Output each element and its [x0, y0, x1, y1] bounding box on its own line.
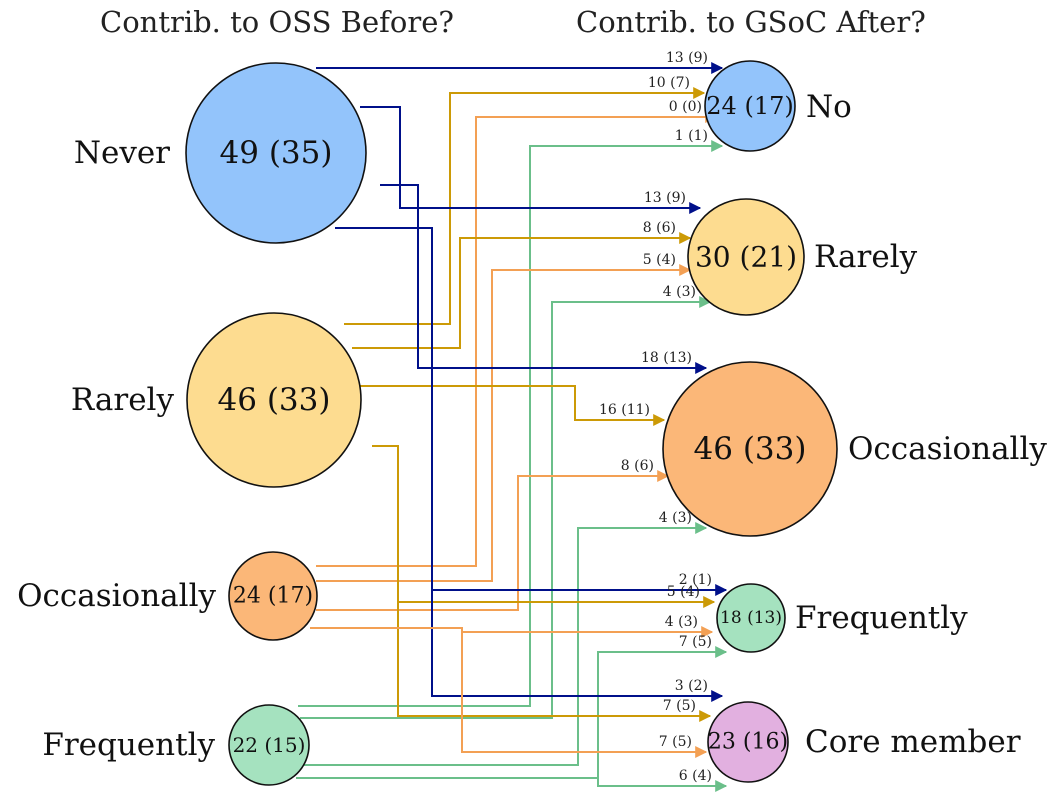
flows-layer [296, 62, 728, 792]
flow-label-never-to-occasionally: 18 (13) [641, 350, 692, 366]
edge-labels-layer: 13 (9) 10 (7) 0 (0) 1 (1) 13 (9) 8 (6) 5 (4) 4 … [599, 50, 712, 784]
right-node-rarely-value: 30 (21) [695, 241, 797, 274]
right-node-occasionally: 46 (33) Occasionally [662, 361, 1047, 537]
flow-rarely-to-rarely [352, 232, 692, 349]
right-node-occasionally-label: Occasionally [848, 431, 1047, 467]
left-node-frequently: 22 (15) Frequently [42, 704, 310, 786]
flow-label-frequently-to-no: 1 (1) [675, 128, 708, 144]
flow-never-to-occasionally [380, 184, 708, 374]
right-node-no-circle [704, 60, 796, 152]
flow-frequently-to-occasionally [302, 522, 708, 766]
right-node-occasionally-value: 46 (33) [694, 431, 807, 467]
flow-label-occasionally-to-no: 0 (0) [669, 99, 702, 115]
flow-label-never-to-frequently: 2 (1) [679, 572, 712, 588]
flow-never-to-core [335, 227, 724, 702]
left-node-occasionally-value: 24 (17) [233, 584, 313, 609]
right-node-core-circle [707, 701, 789, 783]
flow-label-rarely-to-frequently: 5 (4) [667, 584, 700, 600]
left-node-occasionally: 24 (17) Occasionally [17, 551, 318, 641]
flow-label-frequently-to-rarely: 4 (3) [663, 284, 696, 300]
right-node-rarely-label: Rarely [814, 239, 918, 275]
flow-never-to-rarely [360, 106, 702, 214]
right-node-core: 23 (16) Core member [707, 701, 1021, 783]
flow-occasionally-to-core [310, 627, 708, 758]
left-node-frequently-label: Frequently [42, 727, 215, 763]
flow-frequently-to-no [298, 140, 724, 707]
flow-label-frequently-to-occasionally: 4 (3) [659, 510, 692, 526]
flow-label-occasionally-to-occasionally: 8 (6) [621, 458, 654, 474]
left-node-never: 49 (35) Never [74, 62, 367, 244]
flow-frequently-to-rarely [300, 296, 712, 719]
flow-label-occasionally-to-core: 7 (5) [659, 734, 692, 750]
right-node-frequently: 18 (13) Frequently [716, 583, 968, 653]
flow-rarely-to-core [372, 445, 712, 722]
flow-label-frequently-to-core: 6 (4) [679, 768, 712, 784]
right-node-core-label: Core member [805, 724, 1021, 760]
right-node-occasionally-circle [662, 361, 838, 537]
right-node-no-label: No [806, 89, 852, 125]
flow-occasionally-to-occasionally [316, 470, 670, 611]
right-node-core-value: 23 (16) [708, 730, 788, 755]
left-node-rarely-circle [186, 312, 362, 488]
flow-occasionally-to-rarely [316, 264, 692, 582]
left-node-never-circle [185, 62, 367, 244]
flow-label-occasionally-to-frequently: 4 (3) [665, 614, 698, 630]
flow-label-rarely-to-no: 10 (7) [648, 75, 690, 91]
after-title: Contrib. to GSoC After? [576, 5, 926, 39]
flow-label-never-to-rarely: 13 (9) [644, 190, 686, 206]
flow-rarely-to-occasionally [360, 385, 666, 426]
flow-label-rarely-to-core: 7 (5) [663, 698, 696, 714]
left-node-frequently-circle [228, 704, 310, 786]
left-node-never-label: Never [74, 135, 170, 171]
right-node-rarely-circle [687, 198, 805, 316]
flow-occasionally-to-no [316, 111, 718, 567]
left-node-rarely-label: Rarely [71, 382, 175, 418]
left-node-rarely: 46 (33) Rarely [71, 312, 362, 488]
flow-label-rarely-to-occasionally: 16 (11) [599, 402, 650, 418]
left-node-occasionally-label: Occasionally [17, 578, 216, 614]
left-node-rarely-value: 46 (33) [218, 382, 331, 418]
left-node-frequently-value: 22 (15) [233, 733, 306, 757]
flow-frequently-to-core [296, 777, 728, 792]
right-node-frequently-label: Frequently [795, 600, 968, 636]
right-node-frequently-value: 18 (13) [720, 608, 782, 628]
right-node-no: 24 (17) No [704, 60, 852, 152]
left-node-never-value: 49 (35) [220, 135, 333, 171]
flow-label-occasionally-to-rarely: 5 (4) [643, 252, 676, 268]
right-node-no-value: 24 (17) [706, 92, 793, 120]
before-title: Contrib. to OSS Before? [100, 5, 454, 39]
flow-label-never-to-no: 13 (9) [666, 50, 708, 66]
flow-label-frequently-to-frequently: 7 (5) [679, 634, 712, 650]
left-node-occasionally-circle [228, 551, 318, 641]
right-node-rarely: 30 (21) Rarely [687, 198, 918, 316]
right-node-frequently-circle [716, 583, 786, 653]
flow-label-rarely-to-rarely: 8 (6) [643, 220, 676, 236]
flow-label-never-to-core: 3 (2) [675, 678, 708, 694]
